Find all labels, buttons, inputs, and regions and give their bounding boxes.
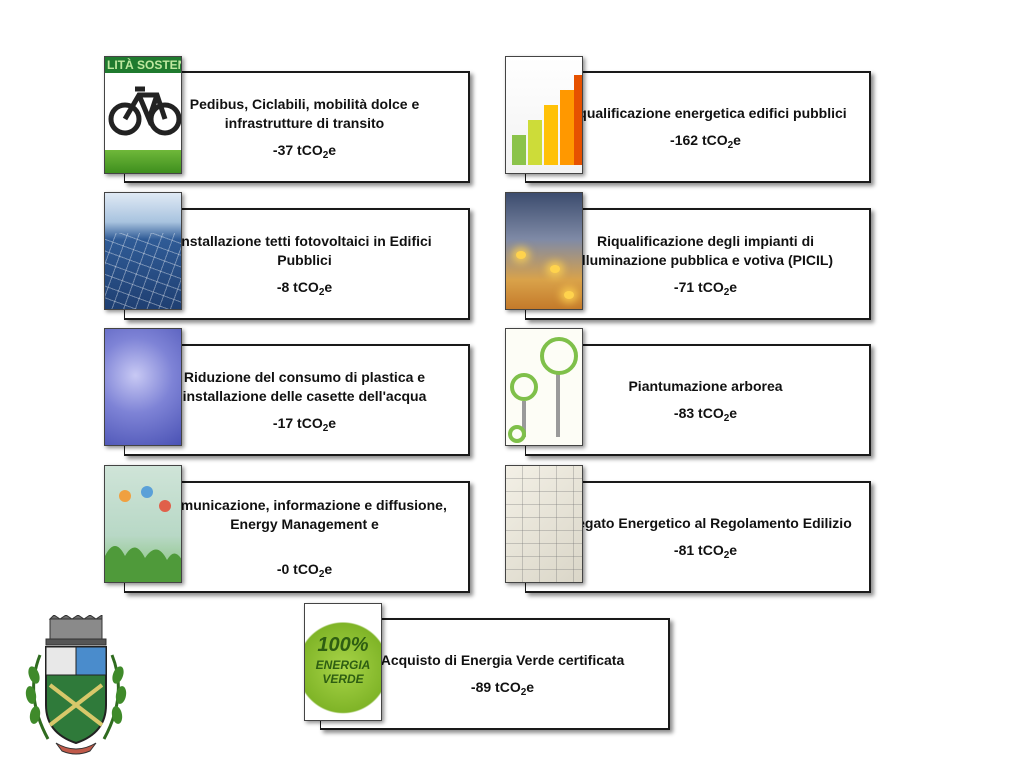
- card-title: Allegato Energetico al Regolamento Edili…: [559, 515, 852, 531]
- card-title: Riqualificazione energetica edifici pubb…: [564, 105, 847, 121]
- card-value: -89 tCO2e: [470, 679, 535, 698]
- card-value: -71 tCO2e: [673, 278, 738, 298]
- energy-rating-icon: [505, 56, 583, 174]
- green-energy-icon: 100% ENERGIA VERDE: [304, 603, 382, 721]
- street-light-icon: [505, 192, 583, 310]
- trees-icon: [505, 328, 583, 446]
- card-value: -83 tCO2e: [673, 405, 738, 424]
- communication-icon: [104, 465, 182, 583]
- card-title: Installazione tetti fotovoltaici in Edif…: [177, 232, 432, 268]
- blueprint-icon: [505, 465, 583, 583]
- card-title: Riduzione del consumo di plastica e inst…: [182, 368, 427, 404]
- card-value: -17 tCO2e: [272, 414, 337, 434]
- card-title: Piantumazione arborea: [628, 378, 783, 394]
- bike-sign-icon: LITÀ SOSTEN: [104, 56, 182, 174]
- card-title: Comunicazione, informazione e diffusione…: [162, 496, 447, 532]
- card-value: -162 tCO2e: [670, 132, 741, 151]
- card-title: Riqualificazione degli impianti di illum…: [577, 232, 834, 268]
- solar-panel-icon: [104, 192, 182, 310]
- card-value: -8 tCO2e: [276, 278, 333, 298]
- coat-of-arms-icon: [20, 614, 132, 755]
- card-title: Acquisto di Energia Verde certificata: [380, 652, 625, 668]
- card-title: Pedibus, Ciclabili, mobilità dolce e inf…: [189, 95, 420, 131]
- bottles-icon: [104, 328, 182, 446]
- card-value: -0 tCO2e: [276, 560, 333, 580]
- card-value: -37 tCO2e: [272, 141, 337, 161]
- card-value: -81 tCO2e: [673, 542, 738, 561]
